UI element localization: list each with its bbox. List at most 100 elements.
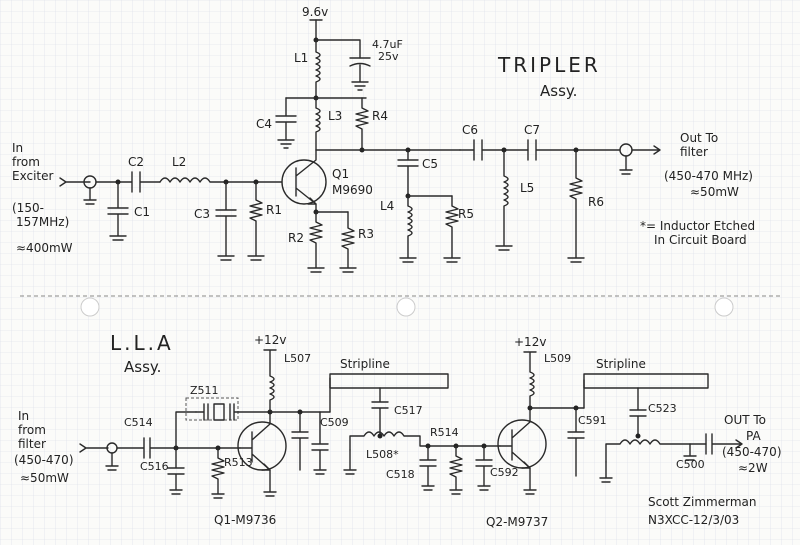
label-C514: C514 bbox=[124, 416, 153, 429]
label-C1: C1 bbox=[134, 205, 150, 219]
label-L3: L3 bbox=[328, 109, 342, 123]
label-Z511: Z511 bbox=[190, 384, 219, 397]
electrolytic-voltage: 25v bbox=[378, 50, 399, 63]
inductor-L507 bbox=[263, 349, 277, 413]
capacitor-C592 bbox=[475, 445, 493, 491]
label-L2: L2 bbox=[172, 155, 186, 169]
capacitor-C514 bbox=[116, 437, 241, 459]
svg-text:PA: PA bbox=[746, 429, 761, 443]
svg-text:≈50mW: ≈50mW bbox=[20, 471, 69, 485]
svg-text:In: In bbox=[12, 141, 23, 155]
binder-hole bbox=[396, 297, 416, 317]
lla-supply-2: +12v bbox=[514, 335, 546, 349]
capacitor-C5 bbox=[397, 149, 419, 197]
signature-name: Scott Zimmerman bbox=[648, 495, 756, 509]
svg-text:≈400mW: ≈400mW bbox=[16, 241, 73, 255]
resistor-R1 bbox=[247, 181, 265, 261]
capacitor-C4 bbox=[275, 97, 297, 149]
label-L5: L5 bbox=[520, 181, 534, 195]
label-R5: R5 bbox=[458, 207, 474, 221]
label-R513: R513 bbox=[224, 456, 253, 469]
capacitor-C3 bbox=[215, 181, 237, 261]
label-C591: C591 bbox=[578, 414, 607, 427]
label-C2: C2 bbox=[128, 155, 144, 169]
inductor-L509 bbox=[523, 351, 537, 409]
inductor-L5 bbox=[495, 149, 513, 251]
stripline-2 bbox=[583, 373, 709, 389]
label-C509: C509 bbox=[320, 416, 349, 429]
label-L508: L508* bbox=[366, 448, 399, 461]
tripler-note: *= Inductor Etched In Circuit Board bbox=[640, 219, 755, 247]
label-Q1: Q1 bbox=[332, 167, 349, 181]
label-C3: C3 bbox=[194, 207, 210, 221]
svg-text:Out To: Out To bbox=[680, 131, 718, 145]
label-Q1-part: M9690 bbox=[332, 183, 373, 197]
lla-output-label: OUT To PA (450-470) ≈2W bbox=[722, 413, 782, 475]
tripler-circuit bbox=[59, 19, 661, 273]
capacitor-C500 bbox=[705, 433, 743, 455]
svg-text:filter: filter bbox=[680, 145, 708, 159]
tripler-input-label: In from Exciter (150- 157MHz) ≈400mW bbox=[12, 141, 73, 255]
capacitor-C6 bbox=[459, 139, 529, 161]
label-LLA-Q1: Q1-M9736 bbox=[214, 513, 276, 527]
svg-text:(150-: (150- bbox=[12, 201, 44, 215]
resistor-R2 bbox=[307, 211, 325, 273]
capacitor-C509 bbox=[291, 411, 309, 471]
inductor-output bbox=[605, 439, 707, 463]
electrolytic-capacitor bbox=[349, 57, 371, 67]
inductor-L1 bbox=[315, 39, 321, 99]
svg-text:≈50mW: ≈50mW bbox=[690, 185, 739, 199]
resistor-R513 bbox=[211, 447, 225, 499]
capacitor-C516 bbox=[167, 447, 185, 495]
svg-text:157MHz): 157MHz) bbox=[16, 215, 69, 229]
tripler-subtitle: Assy. bbox=[540, 82, 577, 100]
stripline-1 bbox=[329, 373, 449, 389]
label-C6: C6 bbox=[462, 123, 478, 137]
capacitor-C1 bbox=[107, 181, 129, 241]
label-C592: C592 bbox=[490, 466, 519, 479]
label-L509: L509 bbox=[544, 352, 571, 365]
inductor-L4 bbox=[399, 195, 417, 263]
label-C5: C5 bbox=[422, 157, 438, 171]
label-R3: R3 bbox=[358, 227, 374, 241]
label-R6: R6 bbox=[588, 195, 604, 209]
svg-text:OUT To: OUT To bbox=[724, 413, 766, 427]
resistor-R6 bbox=[567, 149, 585, 263]
label-L507: L507 bbox=[284, 352, 311, 365]
svg-text:from: from bbox=[12, 155, 40, 169]
lla-circuit bbox=[79, 349, 743, 499]
capacitor-C517 bbox=[371, 387, 389, 437]
capacitor-C523 bbox=[629, 387, 647, 437]
crystal-filter-Z511 bbox=[195, 403, 269, 421]
svg-text:(450-470): (450-470) bbox=[722, 445, 782, 459]
svg-text:≈2W: ≈2W bbox=[738, 461, 768, 475]
tripler-output-label: Out To filter (450-470 MHz) ≈50mW bbox=[664, 131, 753, 199]
inductor-L508 bbox=[349, 431, 501, 451]
signature-callsign-date: N3XCC-12/3/03 bbox=[648, 513, 739, 527]
svg-text:(450-470 MHz): (450-470 MHz) bbox=[664, 169, 753, 183]
label-C523: C523 bbox=[648, 402, 677, 415]
label-R2: R2 bbox=[288, 231, 304, 245]
binder-hole bbox=[80, 297, 100, 317]
stripline-1-label: Stripline bbox=[340, 357, 390, 371]
inductor-L3 bbox=[315, 97, 321, 151]
lla-title: L.L.A bbox=[110, 331, 174, 355]
label-C516: C516 bbox=[140, 460, 169, 473]
capacitor-C518 bbox=[419, 445, 437, 491]
label-C517: C517 bbox=[394, 404, 423, 417]
label-R1: R1 bbox=[266, 203, 282, 217]
svg-text:filter: filter bbox=[18, 437, 46, 451]
svg-text:(450-470): (450-470) bbox=[14, 453, 74, 467]
capacitor-C591 bbox=[567, 407, 585, 477]
resistor-R3 bbox=[339, 211, 357, 273]
Z511-box bbox=[185, 397, 239, 421]
svg-text:In: In bbox=[18, 409, 29, 423]
label-C500: C500 bbox=[676, 458, 705, 471]
label-L4: L4 bbox=[380, 199, 394, 213]
stripline-2-label: Stripline bbox=[596, 357, 646, 371]
label-L1: L1 bbox=[294, 51, 308, 65]
tripler-title: TRIPLER bbox=[497, 53, 601, 77]
